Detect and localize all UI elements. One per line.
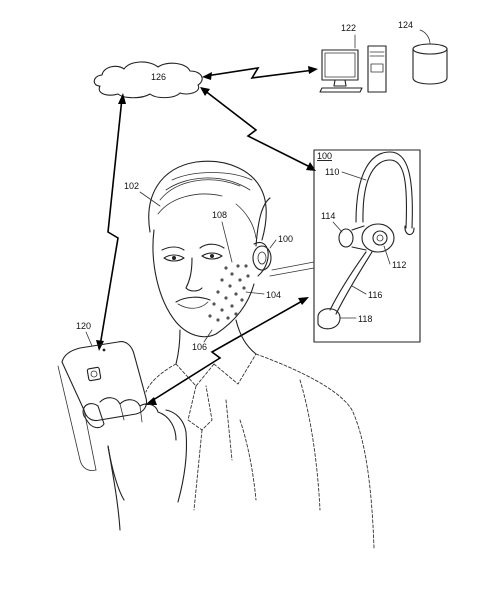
desktop-computer: 122 (319, 23, 387, 93)
label-100-user: 100 (278, 234, 293, 244)
link-cloud-computer (202, 66, 318, 80)
database-cylinder: 124 (398, 20, 448, 85)
label-120: 120 (76, 321, 91, 331)
link-cloud-headset (200, 87, 316, 171)
headset-detail-box: 100 110 114 112 116 118 (313, 149, 421, 343)
label-118: 118 (358, 314, 372, 324)
link-headset-phone (145, 297, 309, 405)
label-106: 106 (192, 342, 207, 352)
label-108: 108 (212, 210, 227, 220)
label-116: 116 (368, 290, 382, 300)
sensor-dots (208, 264, 250, 322)
label-122: 122 (341, 23, 356, 33)
label-100-box: 100 (317, 151, 332, 161)
smartphone: 120 (57, 321, 148, 471)
cloud-network: 126 (93, 61, 203, 99)
label-110: 110 (325, 167, 339, 177)
label-124: 124 (398, 20, 413, 30)
label-112: 112 (392, 260, 406, 270)
label-102: 102 (124, 181, 139, 191)
label-114: 114 (321, 211, 335, 221)
label-104: 104 (266, 290, 281, 300)
head-to-box-connector (269, 261, 315, 277)
link-cloud-phone (96, 93, 126, 351)
label-126: 126 (151, 72, 166, 82)
user-figure: 102 108 100 104 106 (82, 160, 375, 549)
